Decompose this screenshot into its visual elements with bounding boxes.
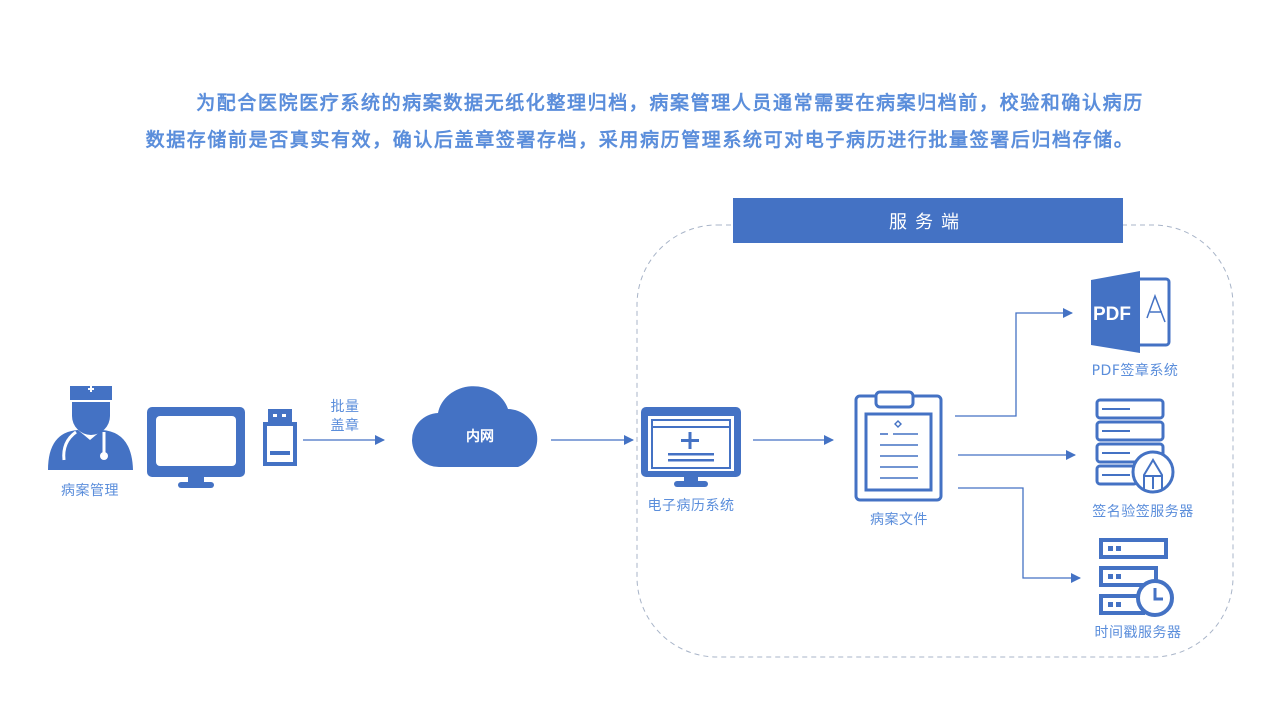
arrow-to-timestamp — [958, 487, 1081, 583]
intranet-label: 内网 — [466, 429, 494, 445]
svg-text:PDF: PDF — [1093, 304, 1131, 325]
arrow-to-pdf — [955, 308, 1073, 417]
server-title: 服务端 — [733, 198, 1123, 243]
pdf-icon: PDF — [1091, 271, 1171, 353]
sign-server-icon — [1095, 398, 1175, 494]
intro-line-1: 为配合医院医疗系统的病案数据无纸化整理归档，病案管理人员通常需要在病案归档前，校… — [196, 92, 1144, 114]
record-file-label: 病案文件 — [870, 512, 928, 528]
pdf-system-label: PDF签章系统 — [1091, 363, 1179, 379]
batch-label-1: 批量 — [330, 399, 360, 415]
timestamp-server-label: 时间戳服务器 — [1094, 625, 1182, 641]
sign-server-label: 签名验签服务器 — [1092, 504, 1194, 520]
usb-key-icon — [263, 409, 297, 466]
doctor-label: 病案管理 — [61, 483, 119, 499]
intro-line-2: 数据存储前是否真实有效，确认后盖章签署存档，采用病历管理系统可对电子病历进行批量… — [145, 129, 1135, 151]
batch-label-2: 盖章 — [330, 418, 360, 434]
emr-monitor-icon — [641, 407, 741, 487]
emr-label: 电子病历系统 — [647, 498, 735, 514]
clipboard-icon — [854, 390, 943, 502]
timestamp-server-icon — [1099, 538, 1174, 617]
monitor-icon — [147, 407, 245, 488]
cloud-icon — [412, 386, 538, 468]
doctor-icon — [48, 386, 133, 470]
